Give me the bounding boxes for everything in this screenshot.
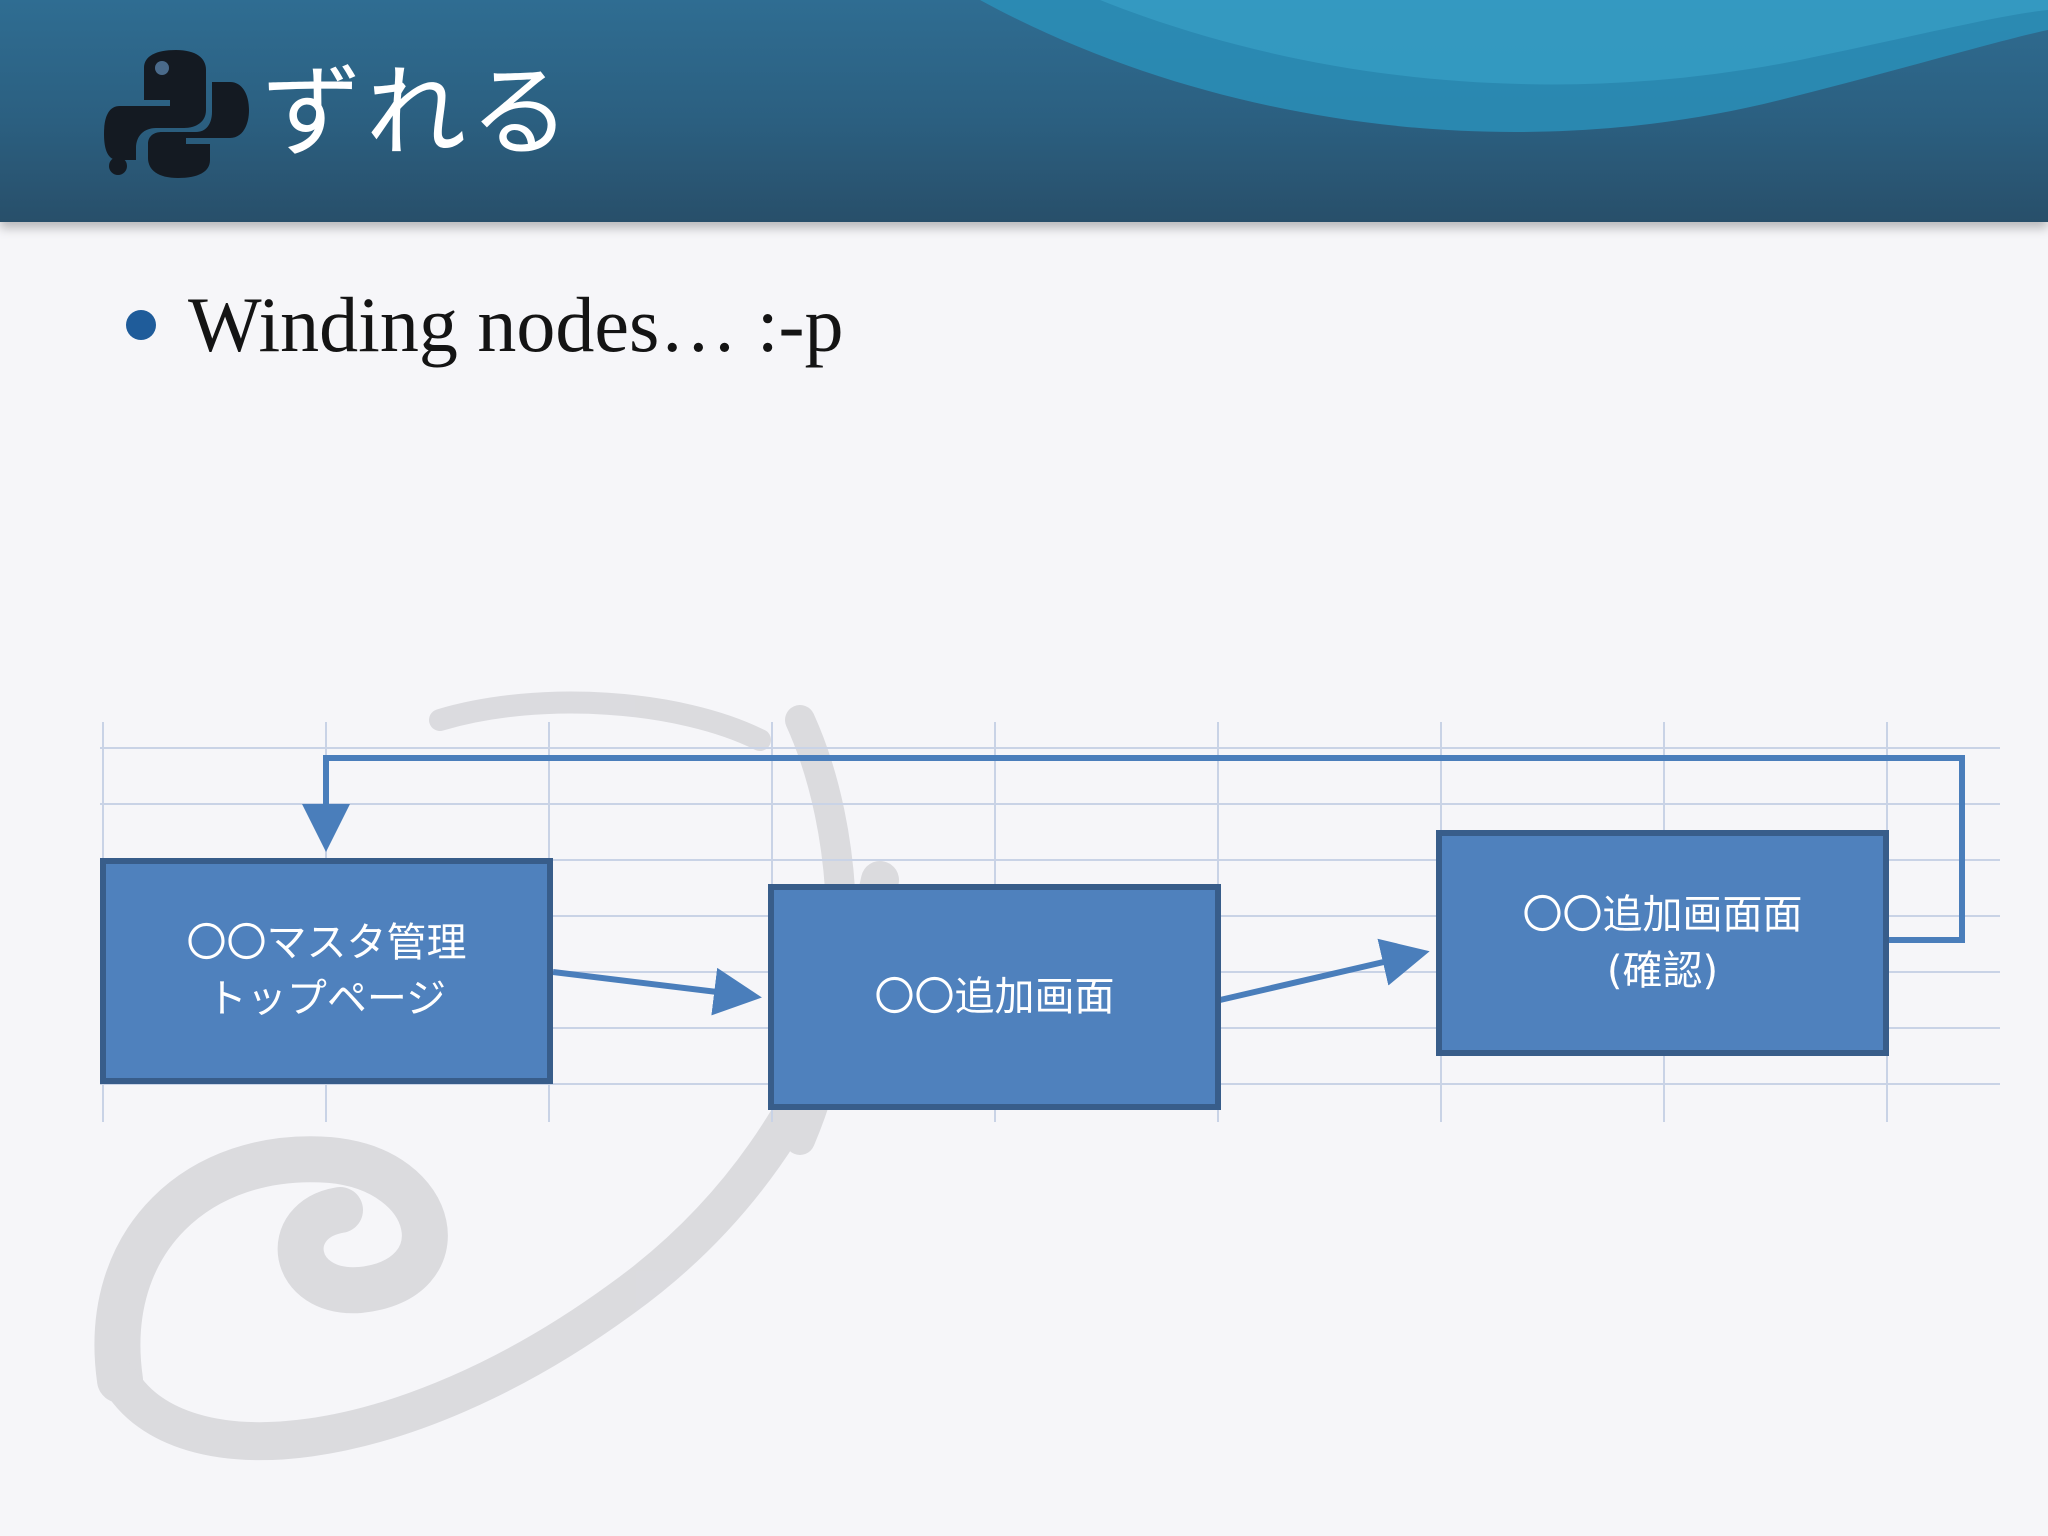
flow-node-master-top: 〇〇マスタ管理 トップページ (100, 858, 553, 1084)
node-label-line1: 〇〇マスタ管理 (187, 915, 467, 971)
flow-node-add-screen: 〇〇追加画面 (768, 884, 1221, 1110)
node-label-line2: トップページ (187, 971, 467, 1027)
bullet-dot-icon (126, 310, 156, 340)
slide-title: ずれる (262, 48, 574, 178)
node-label-line1: 〇〇追加画面面 (1523, 887, 1803, 943)
node-label-line2: (確認) (1523, 943, 1803, 999)
arrow-node1-to-node2 (553, 972, 750, 996)
arrow-node2-to-node3 (1220, 954, 1418, 1000)
node-label-line1: 〇〇追加画面 (875, 969, 1115, 1025)
python-logo-icon (104, 48, 249, 178)
bullet-text: Winding nodes… :-p (188, 275, 843, 375)
screen-flow-diagram: 〇〇マスタ管理 トップページ 〇〇追加画面 〇〇追加画面面 (確認) (100, 722, 2000, 1122)
flow-node-add-screen-confirm: 〇〇追加画面面 (確認) (1436, 830, 1889, 1056)
slide-header: ずれる (0, 0, 2048, 222)
